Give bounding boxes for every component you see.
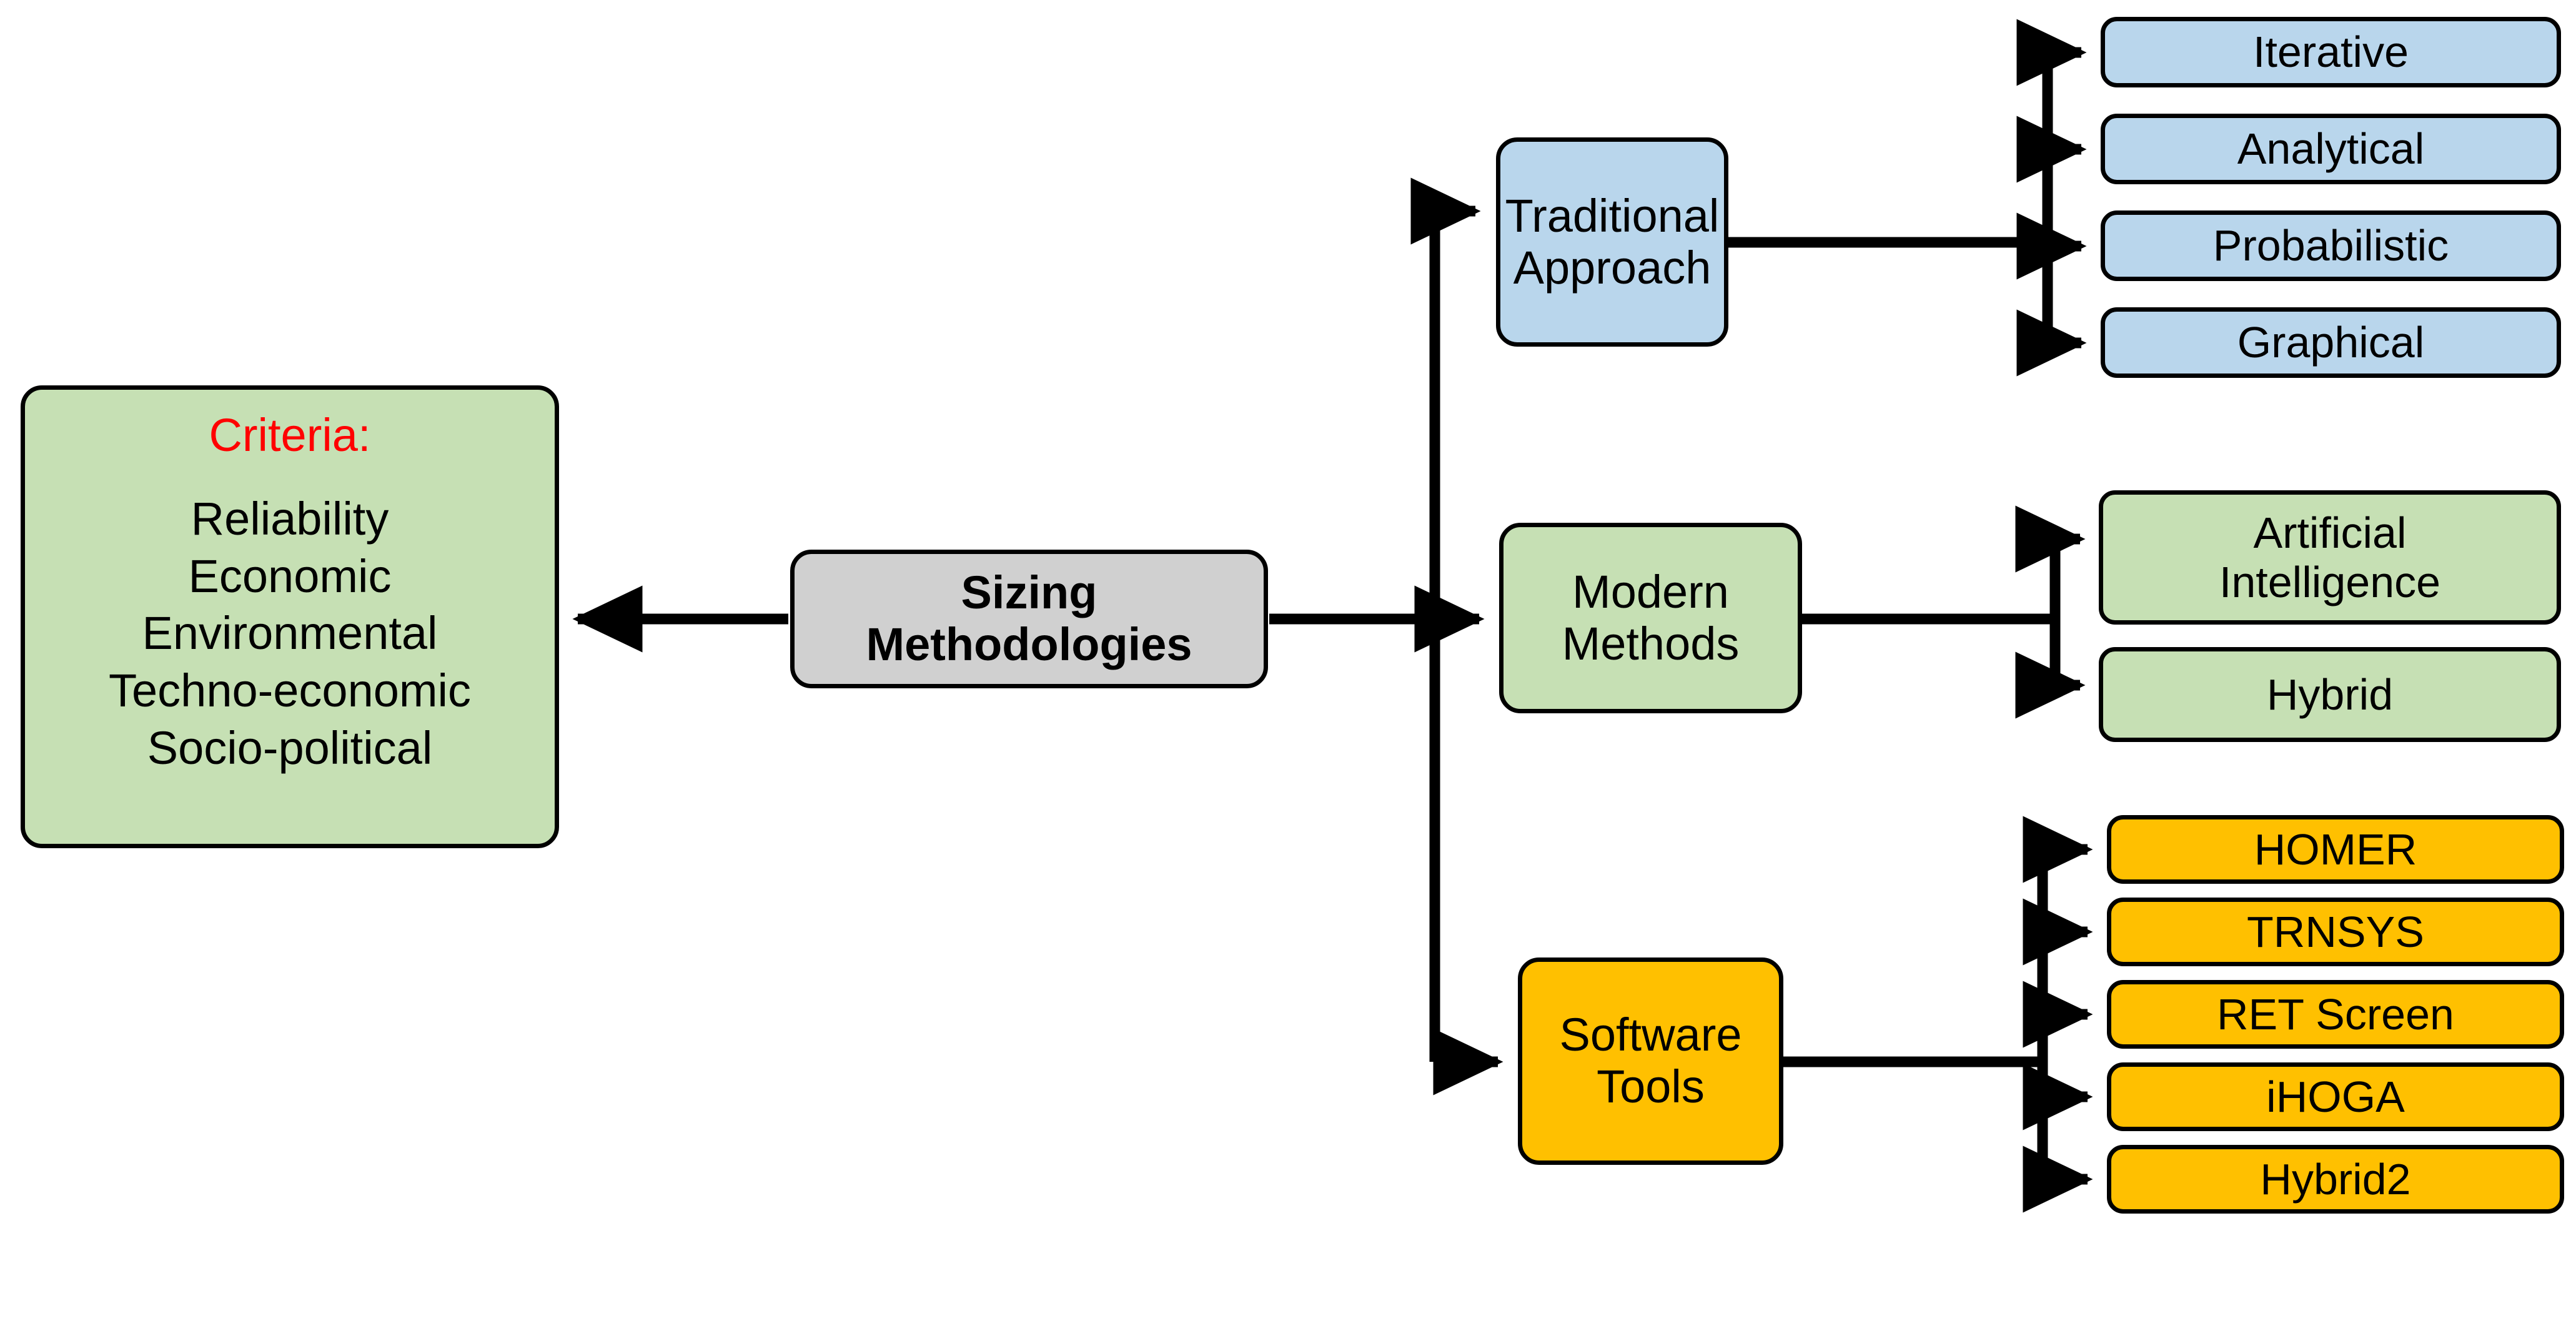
criteria-item-socio-political: Socio-political bbox=[147, 721, 433, 774]
criteria-title: Criteria: bbox=[209, 409, 371, 461]
leaf-node-analytical[interactable]: Analytical bbox=[2101, 114, 2561, 184]
leaf-label: TRNSYS bbox=[2247, 907, 2424, 956]
leaf-label: Iterative bbox=[2253, 27, 2409, 77]
branch-node-traditional-approach[interactable]: Traditional Approach bbox=[1496, 137, 1728, 347]
leaf-node-iterative[interactable]: Iterative bbox=[2101, 17, 2561, 87]
leaf-node-ret-screen[interactable]: RET Screen bbox=[2107, 980, 2564, 1049]
leaf-node-homer[interactable]: HOMER bbox=[2107, 815, 2564, 884]
criteria-node[interactable]: Criteria: Reliability Economic Environme… bbox=[21, 385, 559, 848]
leaf-node-artificial-intelligence[interactable]: Artificial Intelligence bbox=[2099, 490, 2561, 625]
leaf-label-line2: Intelligence bbox=[2219, 557, 2441, 606]
leaf-label: Hybrid2 bbox=[2260, 1154, 2411, 1204]
criteria-item-techno-economic: Techno-economic bbox=[109, 665, 471, 717]
criteria-item-environmental: Environmental bbox=[142, 607, 438, 660]
branch-node-software-tools[interactable]: Software Tools bbox=[1518, 957, 1783, 1165]
criteria-item-reliability: Reliability bbox=[191, 492, 389, 545]
leaf-node-trnsys[interactable]: TRNSYS bbox=[2107, 898, 2564, 966]
leaf-label: iHOGA bbox=[2266, 1072, 2405, 1121]
root-node-sizing-methodologies[interactable]: Sizing Methodologies bbox=[790, 550, 1268, 688]
leaf-node-ihoga[interactable]: iHOGA bbox=[2107, 1062, 2564, 1131]
criteria-item-economic: Economic bbox=[188, 550, 392, 602]
leaf-label: Analytical bbox=[2237, 124, 2425, 174]
leaf-node-graphical[interactable]: Graphical bbox=[2101, 307, 2561, 378]
branch-label-line2: Approach bbox=[1513, 241, 1712, 294]
root-node-label-line1: Sizing bbox=[961, 567, 1097, 619]
branch-node-modern-methods[interactable]: Modern Methods bbox=[1499, 523, 1802, 713]
leaf-label: HOMER bbox=[2254, 824, 2417, 874]
leaf-label: Graphical bbox=[2237, 318, 2425, 367]
leaf-node-hybrid[interactable]: Hybrid bbox=[2099, 647, 2561, 742]
branch-label: Software Tools bbox=[1559, 1009, 1742, 1112]
leaf-label: Probabilistic bbox=[2212, 221, 2449, 270]
root-node-label-line2: Methodologies bbox=[866, 618, 1192, 670]
leaf-label: RET Screen bbox=[2217, 989, 2454, 1039]
leaf-label-line1: Artificial bbox=[2253, 508, 2407, 558]
leaf-label: Hybrid bbox=[2266, 670, 2394, 719]
leaf-node-hybrid2[interactable]: Hybrid2 bbox=[2107, 1145, 2564, 1214]
branch-label: Modern Methods bbox=[1562, 565, 1740, 670]
branch-label-line1: Traditional bbox=[1505, 189, 1720, 242]
leaf-node-probabilistic[interactable]: Probabilistic bbox=[2101, 210, 2561, 281]
